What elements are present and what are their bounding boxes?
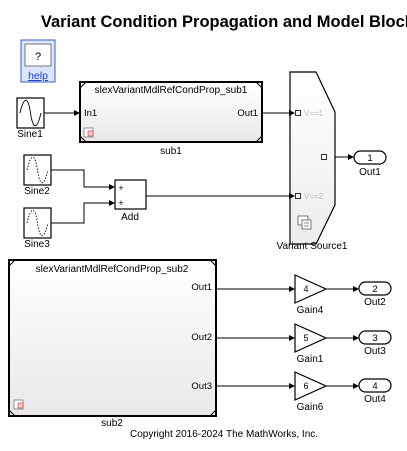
help-link[interactable]: help [28, 70, 48, 82]
gain4-block[interactable]: 4 Gain4 [294, 274, 328, 316]
sine1-label: Sine1 [17, 129, 43, 140]
add-label: Add [121, 212, 139, 223]
sub2-model-block[interactable]: slexVariantMdlRefCondProp_sub2 Out1 Out2… [8, 259, 217, 429]
sub2-label: sub2 [101, 418, 123, 429]
sine-wave-icon [19, 99, 42, 127]
variant-cond-2: V==2 [304, 192, 324, 201]
sub1-in-port: In1 [84, 108, 97, 119]
sub1-model-name: slexVariantMdlRefCondProp_sub1 [95, 85, 248, 96]
sub2-out3-port: Out3 [191, 381, 212, 392]
sub1-out-port: Out1 [237, 108, 258, 119]
sine3-block[interactable]: Sine3 [23, 207, 52, 250]
out4-label: Out4 [364, 394, 386, 405]
variant-cond-1: V==1 [304, 109, 324, 118]
sine2-label: Sine2 [24, 186, 50, 197]
add-sign-1: + [118, 183, 123, 193]
signal-line[interactable] [51, 169, 111, 188]
gain1-value: 5 [303, 333, 308, 343]
out4-number: 4 [372, 381, 377, 392]
help-block[interactable]: ? help [20, 39, 56, 83]
variant-port-1 [295, 110, 301, 116]
sine3-label: Sine3 [24, 239, 50, 250]
gain1-block[interactable]: 5 Gain1 [294, 323, 328, 365]
signal-lines [44, 110, 359, 389]
variant-source-block[interactable]: V==1 V==2 Variant Source1 [277, 71, 348, 252]
discrete-sine-icon [26, 209, 49, 237]
variant-out-port [321, 154, 327, 160]
signal-line[interactable] [51, 202, 111, 224]
sub2-out1-port: Out1 [191, 282, 212, 293]
variant-port-2 [295, 193, 301, 199]
copyright-text: Copyright 2016-2024 The MathWorks, Inc. [130, 429, 318, 440]
out1-label: Out1 [359, 167, 381, 178]
help-question-icon: ? [35, 51, 41, 63]
out4-port[interactable]: 4 Out4 [358, 378, 392, 405]
gain4-value: 4 [303, 284, 308, 294]
model-reference-icon [83, 127, 94, 138]
out1-number: 1 [367, 153, 372, 164]
out3-number: 3 [372, 333, 377, 344]
out2-number: 2 [372, 284, 377, 295]
variant-source-label: Variant Source1 [277, 241, 348, 252]
sub1-label: sub1 [160, 146, 182, 157]
out2-label: Out2 [364, 297, 386, 308]
sub1-model-block[interactable]: slexVariantMdlRefCondProp_sub1 In1 Out1 … [79, 81, 263, 157]
gain4-label: Gain4 [297, 305, 324, 316]
sub2-out2-port: Out2 [191, 332, 212, 343]
out1-port[interactable]: 1 Out1 [353, 150, 387, 178]
diagram-title: Variant Condition Propagation and Model … [41, 13, 407, 31]
sine1-block[interactable]: Sine1 [16, 97, 45, 140]
gain6-label: Gain6 [297, 402, 324, 413]
out2-port[interactable]: 2 Out2 [358, 281, 392, 308]
discrete-sine-icon [26, 156, 49, 184]
add-block[interactable]: + + Add [114, 179, 147, 223]
gain1-label: Gain1 [297, 354, 324, 365]
sine2-block[interactable]: Sine2 [23, 154, 52, 197]
sub2-model-name: slexVariantMdlRefCondProp_sub2 [36, 264, 189, 275]
variant-icon [297, 215, 312, 230]
model-reference-icon [13, 399, 24, 410]
gain6-value: 6 [303, 381, 308, 391]
out3-label: Out3 [364, 346, 386, 357]
gain6-block[interactable]: 6 Gain6 [294, 371, 328, 413]
out3-port[interactable]: 3 Out3 [358, 330, 392, 357]
add-sign-2: + [118, 198, 123, 208]
